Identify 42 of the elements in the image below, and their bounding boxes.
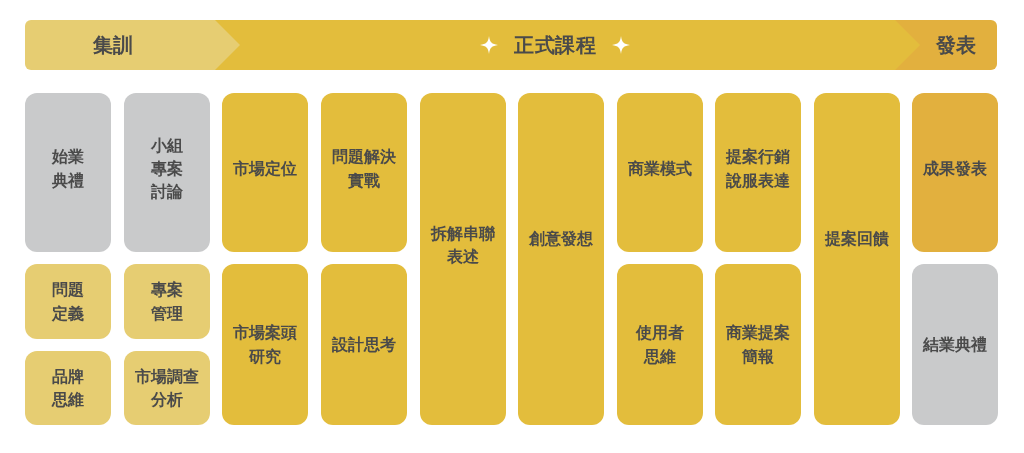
course-title: 專案管理 xyxy=(151,279,183,325)
course-card xyxy=(25,351,111,425)
course-title: 問題定義 xyxy=(52,279,84,325)
course-card xyxy=(124,351,210,425)
course-title: 品牌思維 xyxy=(52,365,84,411)
course-card xyxy=(124,264,210,339)
course-title: 創意發想 xyxy=(529,228,593,251)
course-card xyxy=(321,93,407,252)
phase-title: 正式課程 xyxy=(514,32,596,59)
course-card xyxy=(715,93,801,252)
course-title: 商業提案簡報 xyxy=(726,322,790,368)
course-title: 始業典禮 xyxy=(52,146,84,192)
course-card xyxy=(617,93,703,252)
course-title: 結業典禮 xyxy=(923,333,987,356)
course-card xyxy=(222,93,308,252)
course-card xyxy=(222,264,308,425)
course-card xyxy=(518,93,604,425)
course-card xyxy=(617,264,703,425)
course-title: 使用者思維 xyxy=(636,322,684,368)
phase-title: 集訓 xyxy=(92,32,134,59)
course-title: 提案行銷說服表達 xyxy=(726,146,790,192)
course-card xyxy=(715,264,801,425)
course-title: 商業模式 xyxy=(628,157,692,180)
course-title: 市場案頭研究 xyxy=(233,322,297,368)
phase-banner xyxy=(895,20,997,70)
course-card xyxy=(25,93,111,252)
course-card xyxy=(124,93,210,252)
course-title: 拆解串聯表述 xyxy=(431,222,495,268)
course-title: 市場定位 xyxy=(233,157,297,180)
course-card xyxy=(321,264,407,425)
course-title: 市場調查分析 xyxy=(135,365,199,411)
course-title: 問題解決實戰 xyxy=(332,146,396,192)
course-card xyxy=(420,93,506,425)
course-card xyxy=(25,264,111,339)
course-card xyxy=(912,264,998,425)
course-title: 設計思考 xyxy=(332,333,396,356)
course-title: 成果發表 xyxy=(923,157,987,180)
course-card xyxy=(912,93,998,252)
phase-title: 發表 xyxy=(935,32,977,59)
course-title: 提案回饋 xyxy=(825,228,889,251)
course-title: 小組專案討論 xyxy=(151,134,183,204)
course-card xyxy=(814,93,900,425)
